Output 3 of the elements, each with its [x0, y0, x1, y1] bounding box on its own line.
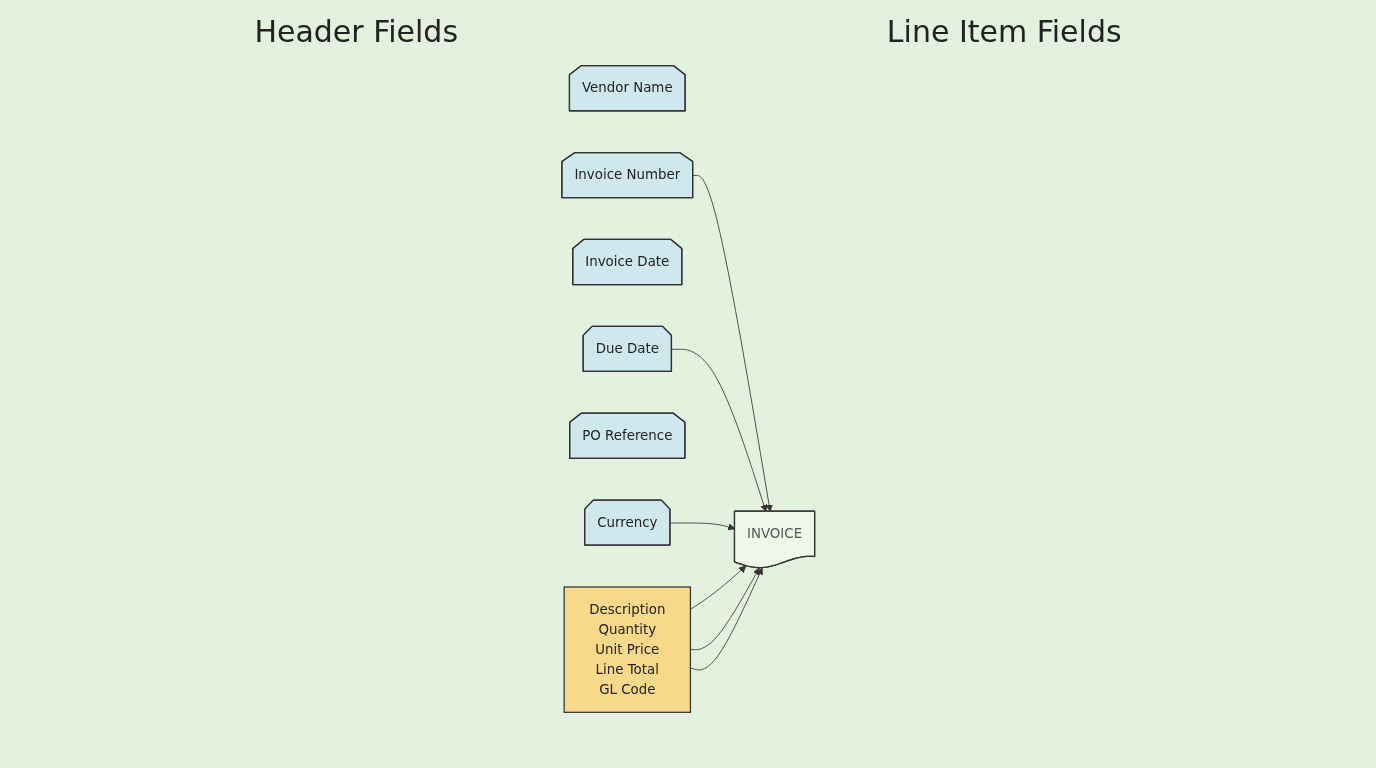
- section-heading: Line Item Fields: [886, 14, 1122, 49]
- section-heading: Header Fields: [254, 14, 459, 49]
- node-box: Description Quantity Unit Price Line Total GL Code: [563, 586, 691, 713]
